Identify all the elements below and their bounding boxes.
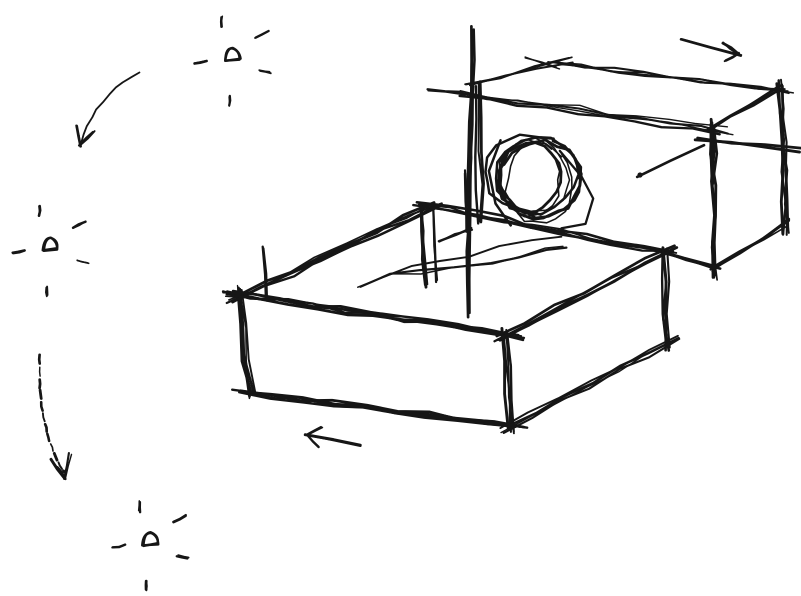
curved-arrow-dash bbox=[47, 434, 49, 441]
sun-ray bbox=[139, 501, 140, 511]
curved-arrow-dash bbox=[39, 355, 40, 364]
curved-arrow-dash bbox=[40, 367, 41, 376]
sun-ray bbox=[39, 206, 40, 216]
sun-ray bbox=[222, 16, 223, 27]
sun-ray bbox=[46, 288, 47, 297]
curved-arrow-dash bbox=[40, 380, 41, 388]
curved-arrow-dash bbox=[45, 424, 47, 431]
sun-ray bbox=[146, 582, 147, 590]
curved-arrow-dash bbox=[40, 390, 41, 398]
curved-arrow-dash bbox=[63, 471, 64, 472]
curved-arrow-dash bbox=[41, 402, 42, 410]
